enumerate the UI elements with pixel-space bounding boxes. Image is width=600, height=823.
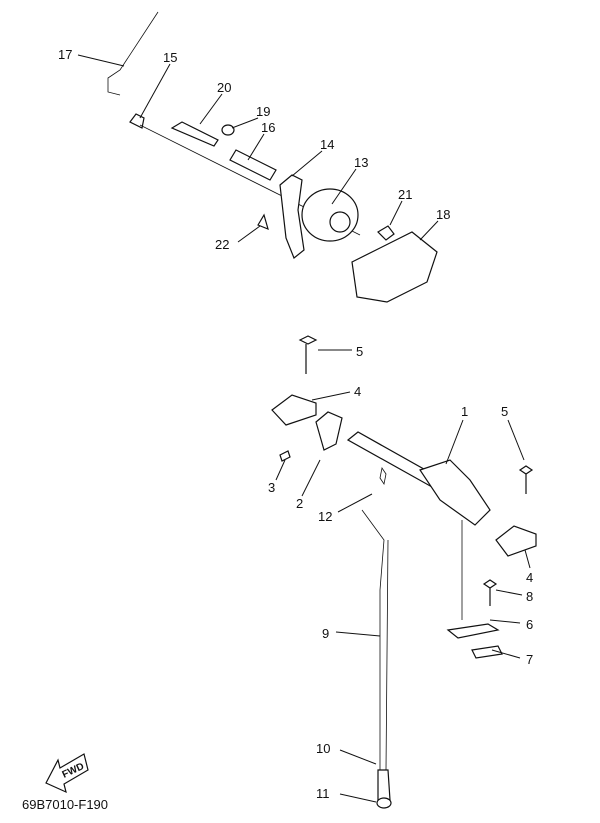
part-bracket-18 [351, 231, 438, 303]
part-bolt-5b [518, 465, 534, 494]
part-clamp-4b [495, 525, 537, 557]
leader-lines [77, 54, 531, 803]
part-pin-22 [257, 213, 269, 231]
upper-assembly [107, 11, 438, 303]
callout-6: 6 [526, 617, 533, 632]
callout-4b: 4 [526, 570, 533, 585]
part-nut-11 [376, 797, 392, 809]
part-bolt-20 [170, 121, 219, 147]
drawing-code: 69B7010-F190 [22, 797, 108, 812]
part-bolt-5a [298, 335, 318, 374]
callout-19: 19 [256, 104, 270, 119]
part-clamp-4a [271, 394, 317, 426]
fwd-arrow-icon: FWD [45, 753, 89, 794]
part-bolt-8 [482, 579, 498, 606]
part-shaft-1 [346, 431, 439, 488]
part-collar-16 [229, 149, 277, 181]
callout-11: 11 [316, 786, 330, 801]
part-pulley-13 [301, 188, 359, 242]
part-clip-12 [379, 466, 387, 486]
callout-1: 1 [461, 404, 468, 419]
part-lever-2 [315, 411, 343, 451]
callout-22: 22 [215, 237, 229, 252]
callout-17: 17 [58, 47, 72, 62]
callout-15: 15 [163, 50, 177, 65]
callout-12: 12 [318, 509, 332, 524]
callout-13: 13 [354, 155, 368, 170]
part-rod-9 [361, 509, 389, 771]
callout-10: 10 [316, 741, 330, 756]
callout-2: 2 [296, 496, 303, 511]
callout-16: 16 [261, 120, 275, 135]
lower-assembly [271, 335, 537, 809]
part-rod-17 [107, 11, 159, 96]
callout-3: 3 [268, 480, 275, 495]
part-plate-7 [471, 645, 503, 659]
part-plate-6 [446, 623, 500, 639]
callout-18: 18 [436, 207, 450, 222]
part-lever-14 [279, 174, 305, 259]
callout-14: 14 [320, 137, 334, 152]
callout-5a: 5 [356, 344, 363, 359]
callout-4a: 4 [354, 384, 361, 399]
part-washer-19 [221, 124, 235, 136]
callout-20: 20 [217, 80, 231, 95]
part-pin-3 [279, 450, 291, 462]
callout-labels: 17 15 20 19 16 14 13 21 18 22 5 4 1 5 3 … [58, 47, 533, 801]
part-bolt-21 [377, 225, 395, 241]
callout-5b: 5 [501, 404, 508, 419]
callout-21: 21 [398, 187, 412, 202]
callout-7: 7 [526, 652, 533, 667]
part-nut-10 [377, 769, 391, 801]
callout-9: 9 [322, 626, 329, 641]
callout-8: 8 [526, 589, 533, 604]
